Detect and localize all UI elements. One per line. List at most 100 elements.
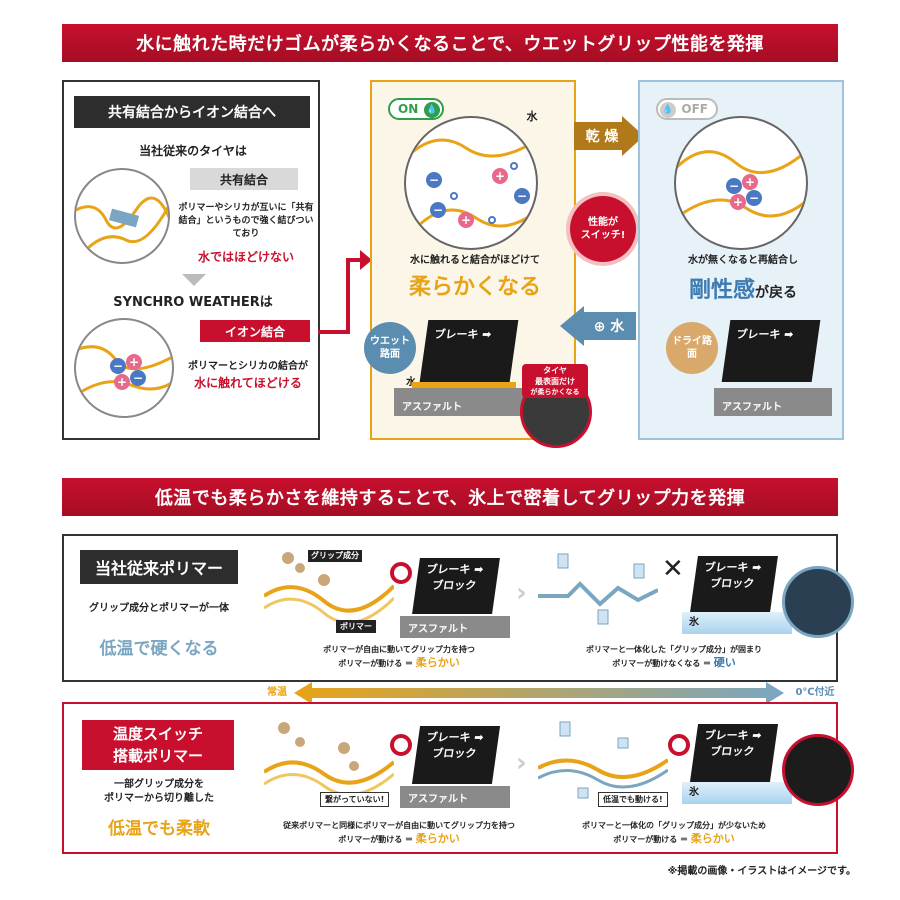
- conventional-caption-1b: ポリマーが動ける ＝ 柔らかい: [274, 656, 524, 671]
- circle-ok-icon: [390, 734, 412, 756]
- switch-polymer-row: 温度スイッチ 搭載ポリマー 一部グリップ成分を ポリマーから切り離した 低温でも…: [62, 702, 854, 854]
- down-arrow-icon: [182, 274, 206, 286]
- ice-surface: [682, 612, 792, 634]
- conventional-description: ポリマーやシリカが互いに「共有結合」というもので強く結びついており: [178, 203, 314, 239]
- arrow-right-icon: ➡: [783, 328, 795, 341]
- on-description: 水に触れると結合がほどけて: [410, 255, 540, 266]
- asphalt-ground: アスファルト: [400, 616, 510, 638]
- plus-ion-icon: +: [126, 354, 142, 370]
- circle-ok-icon: [390, 562, 412, 584]
- on-badge-label: ON: [398, 102, 419, 116]
- plus-ion-icon: +: [492, 168, 508, 184]
- water-drop-icon: 💧: [660, 102, 676, 118]
- conventional-emphasis: 水ではほどけない: [197, 250, 294, 264]
- dry-arrow: 乾 燥: [574, 116, 644, 156]
- block-label: ブロック: [431, 747, 478, 760]
- brake-label: ブレーキ: [425, 731, 472, 744]
- ice-label: 氷: [689, 617, 699, 628]
- connector-arrow-icon: [318, 250, 372, 334]
- conventional-caption-2: ポリマーと一体化した「グリップ成分」が固まり: [586, 645, 762, 654]
- on-molecule-circle: − − + + −: [404, 116, 538, 250]
- switch-label-line1: 温度スイッチ: [112, 725, 203, 743]
- conventional-caption-1: ポリマーが自由に動いてグリップ力を持つ: [323, 645, 475, 654]
- chevron-right-icon: ›: [516, 578, 527, 608]
- synchro-description: ポリマーとシリカの結合が: [188, 361, 308, 372]
- off-badge-label: OFF: [681, 102, 708, 116]
- asphalt-ground: アスファルト: [400, 786, 510, 808]
- minus-ion-icon: −: [514, 188, 530, 204]
- surface-callout: タイヤ 最表面だけ が柔らかくなる: [522, 364, 588, 398]
- polymer-chain-graphic: [406, 138, 536, 230]
- callout-line3: が柔らかくなる: [530, 388, 580, 396]
- polymer-chain-graphic: [264, 552, 394, 625]
- arrow-right-icon: [574, 116, 644, 156]
- brake-label: ブレーキ: [703, 561, 750, 574]
- switch-caption-1b: ポリマーが動ける ＝ 柔らかい: [264, 832, 534, 847]
- covalent-bond-circle: [74, 168, 170, 264]
- tire-block: ブレーキ ➡: [721, 320, 821, 382]
- water-molecule-icon: [510, 162, 518, 170]
- plus-ion-icon: +: [742, 174, 758, 190]
- dry-road-badge: ドライ路面: [666, 322, 718, 374]
- arrow-right-icon: ➡: [473, 731, 485, 744]
- panel-title: 共有結合からイオン結合へ: [74, 96, 310, 128]
- minus-ion-icon: −: [426, 172, 442, 188]
- caption-prefix: ポリマーが動ける ＝: [338, 659, 416, 668]
- polymer-label: ポリマー: [336, 620, 376, 633]
- tire-block: ブレーキ ➡ ブロック: [690, 556, 778, 612]
- water-molecule-icon: [450, 192, 458, 200]
- chevron-right-icon: ›: [516, 748, 527, 778]
- flexible-polymer-graphic: [538, 721, 668, 799]
- brake-label: ブレーキ: [433, 328, 480, 341]
- ice-surface: [682, 782, 792, 804]
- plus-ion-icon: +: [114, 374, 130, 390]
- movable-label: 低温でも動ける!: [598, 792, 668, 807]
- conventional-polymer-emph: 低温で硬くなる: [99, 639, 219, 659]
- caption-hard: 硬い: [713, 656, 736, 669]
- off-headline: 剛性感が戻る: [640, 272, 846, 304]
- conventional-polymer-label: 当社従来ポリマー: [80, 550, 238, 584]
- callout-line2: 最表面だけ: [535, 377, 575, 386]
- arrow-right-icon: ➡: [751, 561, 763, 574]
- water-arrow-label: ⊕ 水: [593, 319, 625, 335]
- grip-component-label: グリップ成分: [308, 550, 362, 562]
- on-state-panel: ON 💧 − − + + − 水 水に触れると結合がほどけて 柔らかくなる ウエ…: [364, 80, 592, 448]
- water-molecule-icon: [488, 216, 496, 224]
- minus-ion-icon: −: [726, 178, 742, 194]
- asphalt-ground: アスファルト: [714, 388, 832, 416]
- arrow-left-icon: [560, 306, 636, 346]
- switch-line1: 性能が: [588, 217, 618, 228]
- ionic-bond-tag: イオン結合: [200, 320, 310, 342]
- switch-desc-line1: 一部グリップ成分を: [114, 779, 204, 790]
- off-state-panel: 💧 OFF − + + − 水が無くなると再結合し 剛性感が戻る ドライ路面 ブ…: [638, 80, 844, 440]
- block-label: ブロック: [709, 577, 755, 590]
- caption-soft: 柔らかい: [690, 832, 735, 845]
- ice-zoom-circle: [782, 566, 854, 638]
- ice-label: 氷: [689, 787, 699, 798]
- not-connected-label: 繋がっていない!: [320, 792, 390, 807]
- minus-ion-icon: −: [430, 202, 446, 218]
- minus-ion-icon: −: [110, 358, 126, 374]
- arrow-right-icon: ➡: [481, 328, 493, 341]
- soft-layer: [412, 382, 516, 388]
- off-headline-main: 剛性感: [688, 278, 755, 303]
- caption-prefix: ポリマーが動ける ＝: [613, 835, 691, 844]
- synchro-heading: SYNCHRO WEATHERは: [113, 295, 273, 310]
- circle-ok-icon: [668, 734, 690, 756]
- tire-block: ブレーキ ➡: [419, 320, 519, 382]
- brake-label: ブレーキ: [425, 563, 472, 576]
- caption-soft: 柔らかい: [415, 832, 460, 845]
- arrow-right-icon: ➡: [751, 729, 763, 742]
- on-badge: ON 💧: [388, 98, 444, 120]
- water-arrow: ⊕ 水: [560, 306, 636, 346]
- temp-left-label: 常温: [267, 687, 287, 698]
- switch-label-line2: 搭載ポリマー: [112, 747, 203, 765]
- switch-polymer-emph: 低温でも柔軟: [108, 819, 210, 839]
- minus-ion-icon: −: [130, 370, 146, 386]
- callout-line1: タイヤ: [543, 366, 567, 375]
- temperature-gradient-arrow: [294, 682, 784, 704]
- minus-ion-icon: −: [746, 190, 762, 206]
- switch-caption-1: 従来ポリマーと同様にポリマーが自由に動いてグリップ力を持つ: [283, 821, 515, 830]
- temp-right-label: 0℃付近: [795, 687, 835, 698]
- on-headline: 柔らかくなる: [408, 275, 541, 300]
